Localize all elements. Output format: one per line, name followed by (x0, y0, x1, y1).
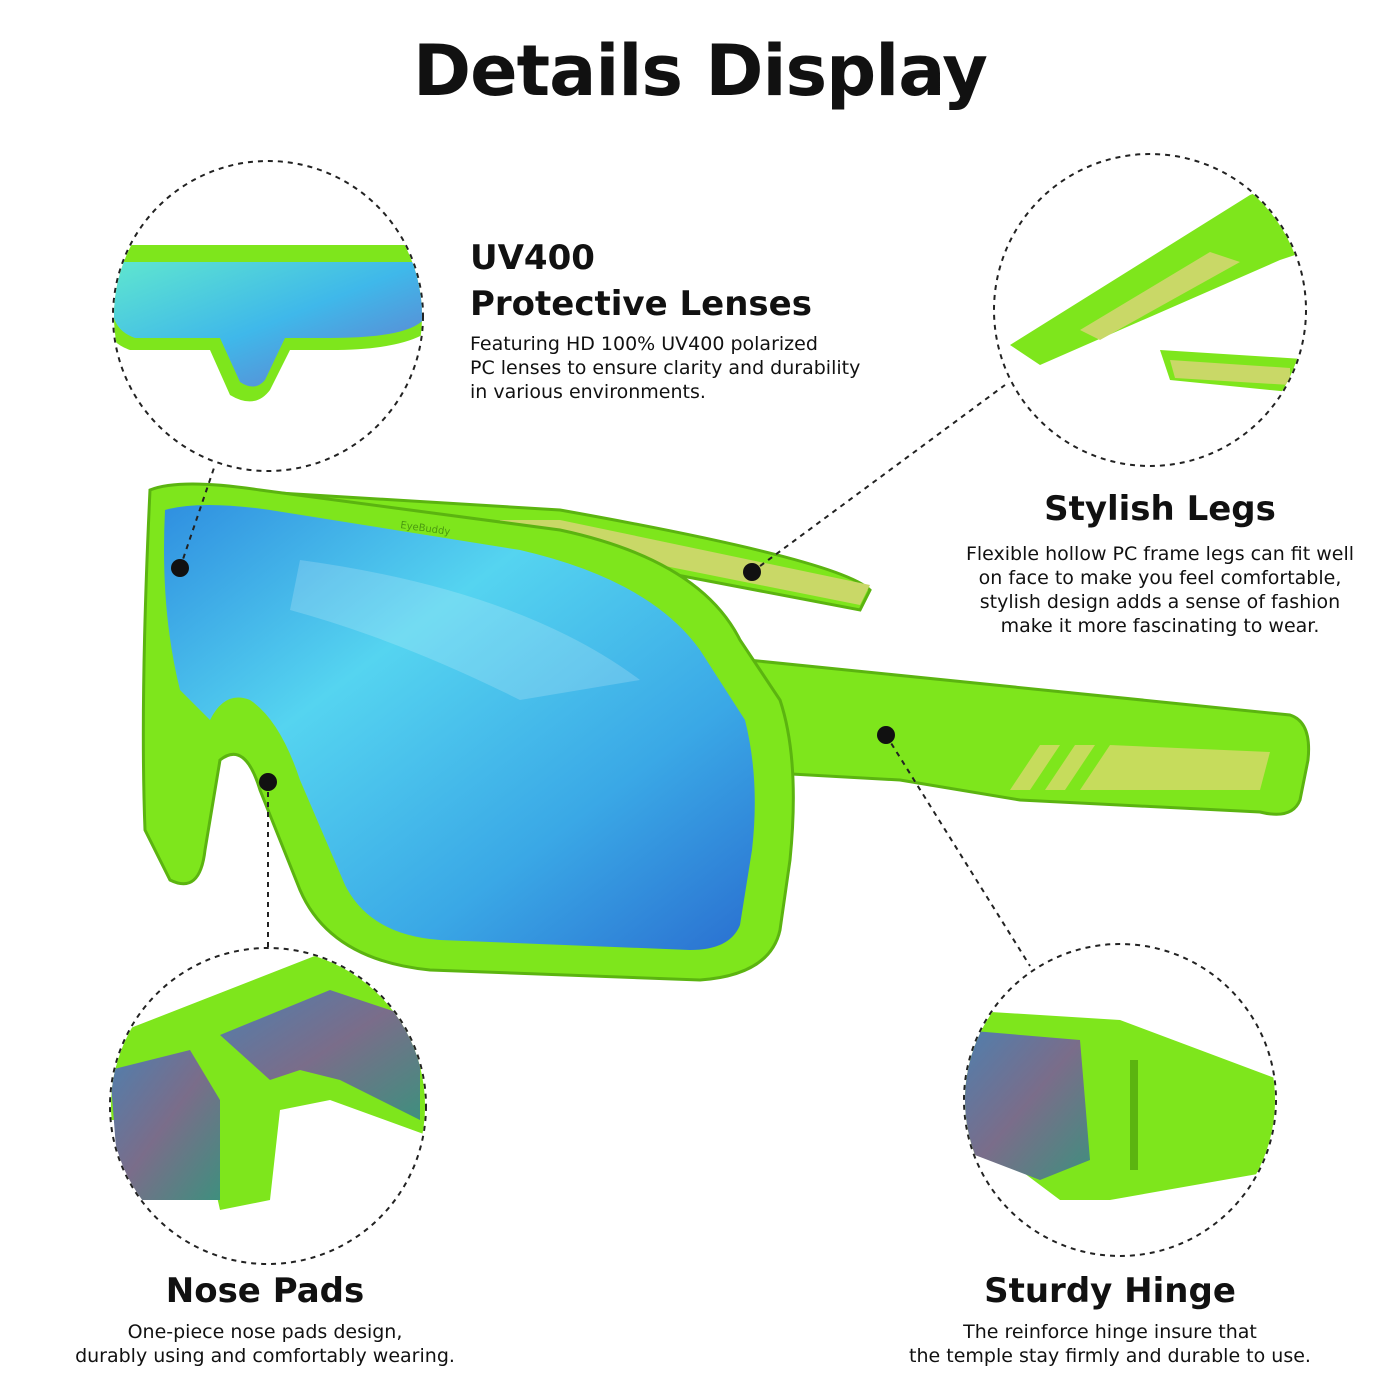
hinge-desc-line2: the temple stay firmly and durable to us… (909, 1345, 1311, 1367)
lens-detail-image (114, 245, 422, 402)
lenses-description: Featuring HD 100% UV400 polarized PC len… (470, 332, 910, 404)
main-sunglasses: EyeBuddy (141, 482, 1311, 982)
legs-detail-image (1010, 188, 1305, 395)
lenses-heading-line2: Protective Lenses (470, 284, 812, 324)
callout-dot-lenses (171, 559, 189, 577)
nose-pads-desc-line1: One-piece nose pads design, (127, 1321, 403, 1343)
page-title: Details Display (413, 30, 988, 112)
callout-dot-nose (259, 773, 277, 791)
hinge-desc-line1: The reinforce hinge insure that (963, 1321, 1257, 1343)
lens (164, 505, 755, 950)
legs-desc-line1: Flexible hollow PC frame legs can fit we… (965, 543, 1355, 565)
callout-dot-legs (743, 563, 761, 581)
temple-grip-stripe-3 (1080, 745, 1270, 790)
callout-line-lenses (179, 464, 216, 569)
lenses-heading-line1: UV400 (470, 238, 595, 278)
temple-grip-stripe-1 (1010, 745, 1060, 790)
legs-description: Flexible hollow PC frame legs can fit we… (935, 542, 1385, 638)
hinge-description: The reinforce hinge insure that the temp… (870, 1320, 1350, 1368)
lenses-desc-line2: PC lenses to ensure clarity and durabili… (470, 357, 861, 379)
nose-pads-heading: Nose Pads (165, 1271, 365, 1311)
hinge-heading: Sturdy Hinge (984, 1271, 1236, 1311)
hinge-detail-image (965, 1010, 1275, 1200)
legs-desc-line4: make it more fascinating to wear. (1000, 615, 1320, 637)
callout-lines (179, 384, 1031, 967)
nose-pads-desc-line2: durably using and comfortably wearing. (75, 1345, 455, 1367)
callout-line-legs (751, 384, 1006, 573)
legs-desc-line3: stylish design adds a sense of fashion (979, 591, 1341, 613)
temple-grip-stripe-2 (1045, 745, 1095, 790)
nose-pads-detail-image (111, 950, 425, 1210)
legs-heading: Stylish Legs (1044, 489, 1276, 529)
lenses-desc-line3: in various environments. (470, 381, 706, 403)
lenses-desc-line1: Featuring HD 100% UV400 polarized (470, 333, 818, 355)
nose-pads-description: One-piece nose pads design, durably usin… (30, 1320, 500, 1368)
legs-desc-line2: on face to make you feel comfortable, (978, 567, 1342, 589)
callout-dot-hinge (877, 726, 895, 744)
lenses-heading: UV400 Protective Lenses (470, 235, 812, 327)
